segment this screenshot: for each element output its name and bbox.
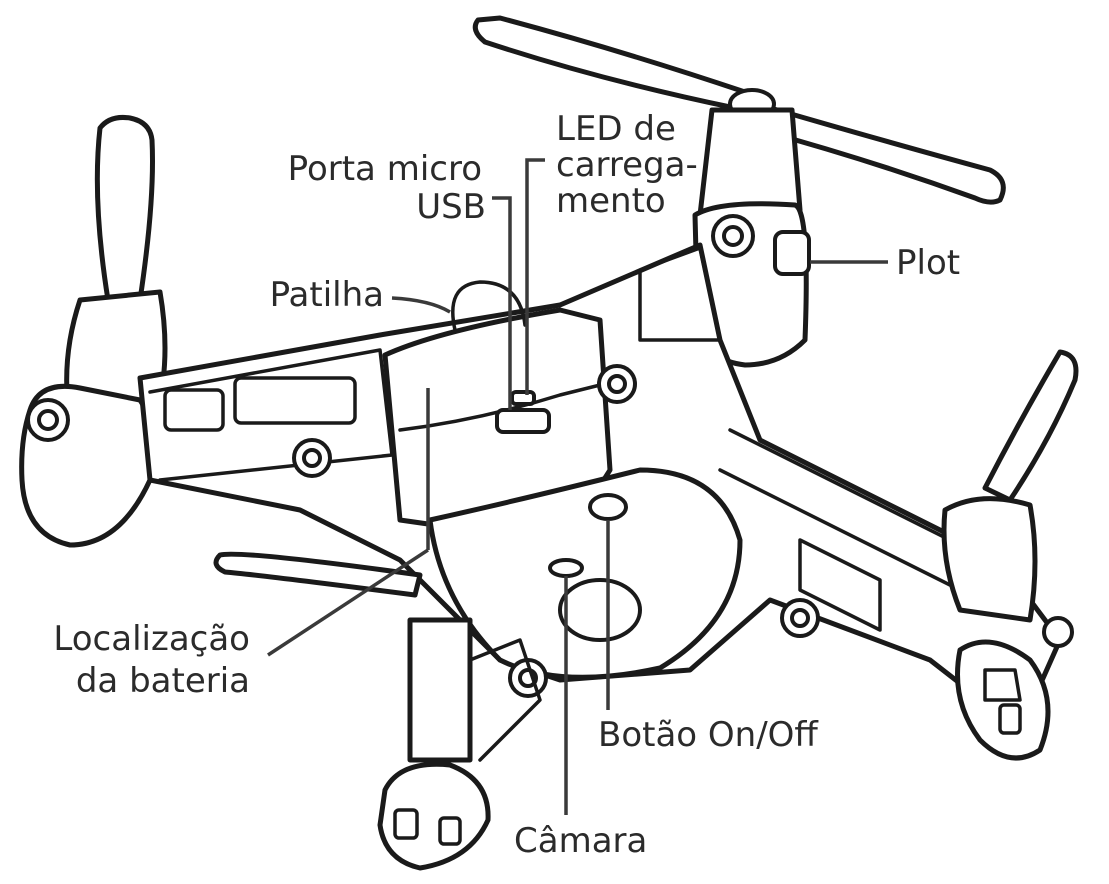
leader-usb xyxy=(492,196,512,410)
label-led-line3: mento xyxy=(556,181,666,221)
label-battery-line1: Localização xyxy=(53,619,250,659)
drone-body xyxy=(137,242,1063,733)
label-usb-line1: Porta micro xyxy=(288,149,482,189)
label-camera: Câmara xyxy=(514,821,647,861)
label-usb-line2: USB xyxy=(416,187,486,227)
wheel-front-left xyxy=(377,617,542,871)
leader-led xyxy=(525,158,545,395)
leader-patilha xyxy=(391,296,451,314)
label-led-line1: LED de xyxy=(556,109,676,149)
label-plot: Plot xyxy=(896,243,960,283)
landing-bar xyxy=(213,551,423,598)
label-patilha: Patilha xyxy=(270,275,384,315)
labels: Porta micro USB LED de carrega- mento Pl… xyxy=(53,109,960,861)
drone-illustration xyxy=(19,15,1079,871)
propeller-right xyxy=(982,349,1079,503)
leader-lines xyxy=(267,158,888,815)
label-battery-line2: da bateria xyxy=(76,661,250,701)
leader-battery xyxy=(267,548,429,657)
label-onoff: Botão On/Off xyxy=(598,715,819,755)
propeller-back-left xyxy=(94,115,155,303)
label-led-line2: carrega- xyxy=(556,145,698,185)
motor-top-right xyxy=(692,107,811,368)
wheel-right xyxy=(941,496,1074,761)
